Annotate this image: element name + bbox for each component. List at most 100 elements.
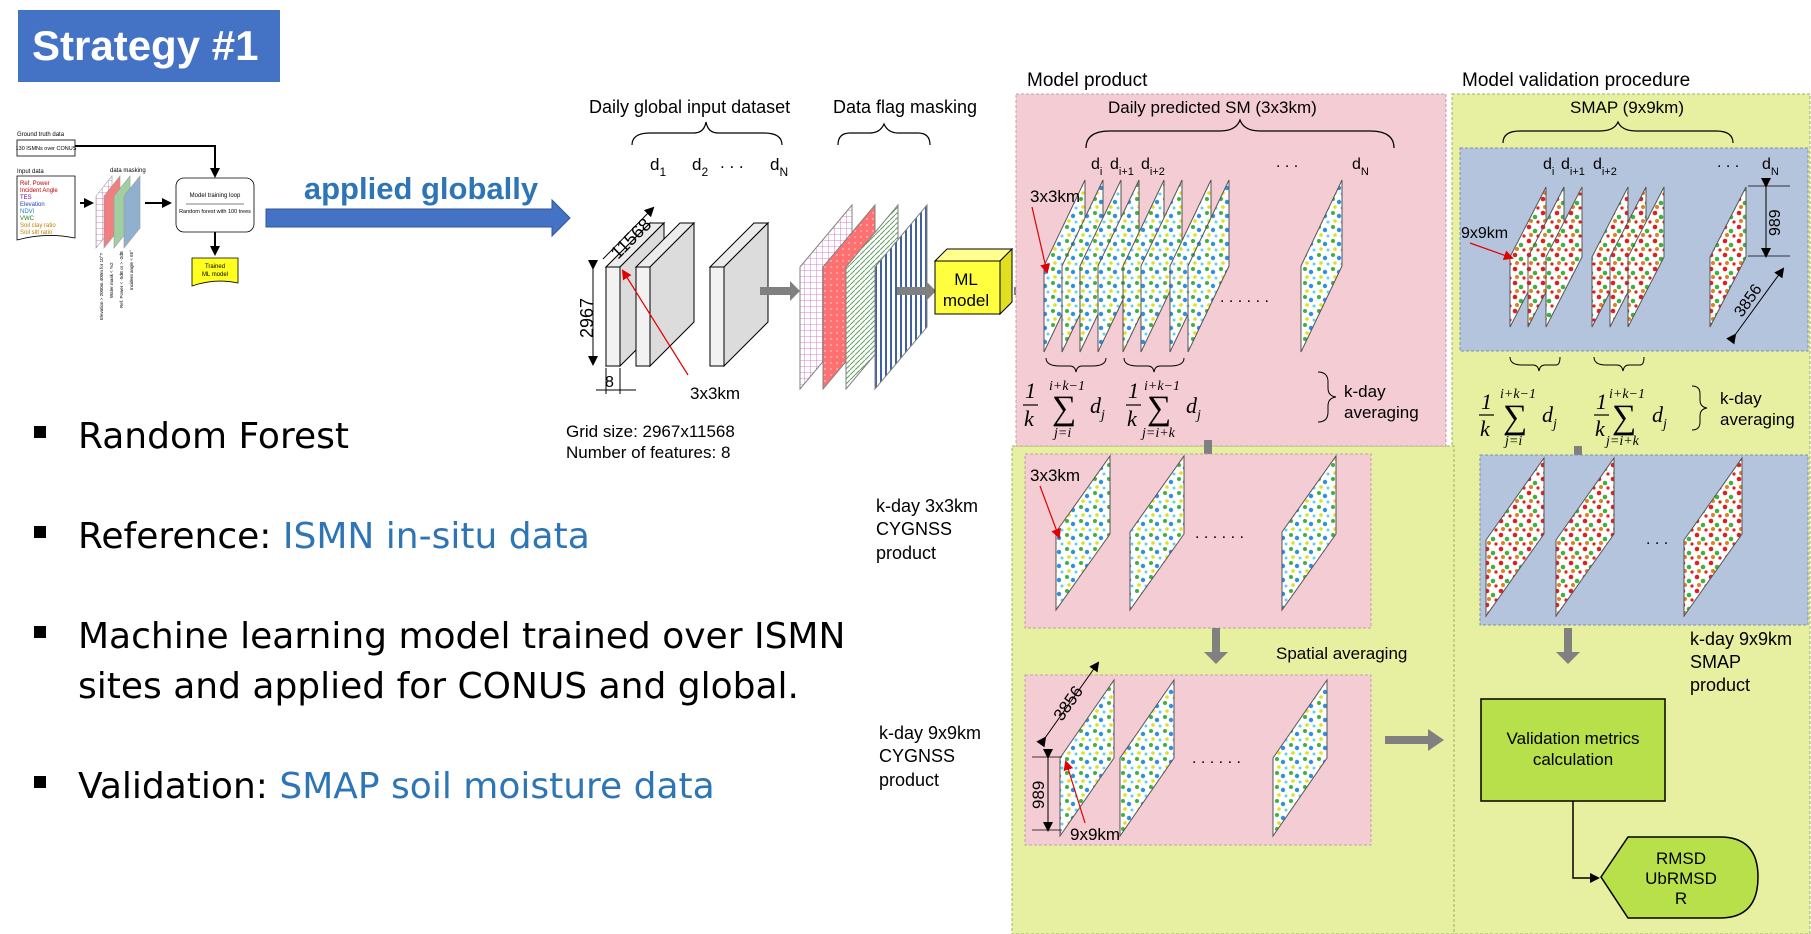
formula-num: 1 — [1128, 378, 1139, 403]
res-label: 9x9km — [1070, 825, 1120, 844]
smap-kday-product: . . . k-day 9x9km SMAP product — [1479, 454, 1809, 695]
input-data-box — [16, 175, 76, 241]
kday9-dots: . . . . . . — [1192, 750, 1241, 767]
daily-predicted-sm: Daily predicted SM (3x3km) di di+1 di+2 … — [1023, 98, 1419, 441]
output-metric: R — [1675, 889, 1687, 908]
masking-label: data masking — [110, 168, 146, 174]
trained-model-text: ML model — [202, 272, 228, 278]
kday-formula: 1 k i+k−1 ∑ j=i dj 1 k i+k−1 ∑ j=i+k dj — [1023, 378, 1201, 441]
formula-term: dj — [1186, 393, 1201, 423]
kday-avg-text: k-day — [1720, 389, 1762, 408]
res-label: 9x9km — [1461, 225, 1508, 242]
flow-arrow — [1385, 729, 1444, 751]
training-thumbnail: Ground truth data 130 ISMNs over CONUS I… — [16, 132, 255, 320]
kday-avg-text: averaging — [1720, 410, 1795, 429]
res-pointer — [1039, 485, 1061, 539]
formula-lower: j=i+k — [1140, 426, 1176, 441]
d2-label: d2 — [692, 155, 708, 179]
input-item: Ref. Power — [20, 181, 50, 187]
input-item: Incident Angle — [20, 188, 58, 194]
feature-slab — [649, 221, 695, 368]
mask-layer — [123, 175, 141, 249]
sm-map-frame — [1300, 179, 1343, 353]
res-pointer — [1469, 242, 1514, 261]
feature-slab — [635, 266, 651, 367]
di2-label: di+2 — [1141, 156, 1165, 178]
di-label: di — [1091, 156, 1102, 178]
dim-3856-line — [1036, 661, 1100, 748]
flow-arrow — [897, 281, 936, 301]
di1-label: di+1 — [1561, 156, 1585, 178]
bullet-text: Random Forest — [78, 416, 349, 457]
di2-label: di+2 — [1593, 156, 1617, 178]
formula-sigma: ∑ — [1052, 390, 1076, 427]
spatial-avg-label: Spatial averaging — [1276, 644, 1407, 663]
data-flag-masking: Data flag masking — [799, 97, 977, 391]
formula-lower: j=i+k — [1604, 434, 1640, 449]
feature-slab — [605, 266, 621, 367]
input-dataset-title: Daily global input dataset — [589, 97, 790, 117]
bullet-marker — [34, 526, 46, 538]
bullet-marker — [34, 626, 46, 638]
formula-upper: i+k−1 — [1049, 379, 1085, 394]
smap-product-label: k-day 9x9km — [1690, 629, 1792, 649]
flow-arrow-down — [1556, 628, 1580, 664]
smap-map-frame — [1709, 186, 1747, 328]
formula-den: k — [1480, 416, 1491, 441]
bullet-text: Machine learning model trained over ISMN… — [78, 616, 846, 707]
dN-label: dN — [770, 155, 788, 179]
formula-upper: i+k−1 — [1500, 387, 1536, 402]
formula-den: k — [1024, 406, 1035, 431]
formula-sigma: ∑ — [1503, 399, 1527, 436]
trained-model-text: Trained — [205, 264, 225, 270]
res-label: 3x3km — [690, 384, 740, 403]
formula-upper: i+k−1 — [1609, 387, 1645, 402]
input-data-label: Input data — [17, 169, 44, 175]
res-label: 3x3km — [1030, 466, 1080, 485]
dN-label: dN — [1762, 156, 1779, 178]
feature-slab — [723, 221, 769, 368]
avg-brace — [1509, 356, 1561, 372]
dim-3856-line — [1726, 267, 1785, 345]
smap-daily: SMAP (9x9km) di di+1 di+2 . . . dN 9x9km… — [1459, 98, 1809, 449]
kday-9km-product: k-day 9x9km CYGNSS product . . . . . . 3… — [879, 661, 1372, 846]
smap-map-frame — [1545, 186, 1583, 328]
ml-model-text: ML — [954, 270, 978, 289]
formula-upper: i+k−1 — [1144, 379, 1180, 394]
kday-avg-text: averaging — [1344, 403, 1419, 422]
smap-map-frame — [1627, 186, 1665, 328]
input-dataset: Daily global input dataset d1 d2 . . . d… — [566, 97, 790, 462]
output-metric: RMSD — [1656, 849, 1706, 868]
daily-predicted-title: Daily predicted SM (3x3km) — [1108, 98, 1317, 117]
kday3-map — [1055, 454, 1111, 612]
mid-dots: . . . . . . — [1220, 289, 1269, 306]
avg-brace — [1123, 357, 1185, 373]
metrics-text: calculation — [1533, 750, 1613, 769]
kday3-map — [1129, 454, 1185, 612]
bullet-marker — [34, 426, 46, 438]
metrics-output-arrow — [1572, 801, 1600, 883]
res-pointer — [621, 269, 689, 376]
formula-term: dj — [1090, 393, 1105, 423]
metrics-output-box — [1600, 836, 1759, 919]
width-dim-line — [602, 206, 655, 260]
dim-989: 989 — [1767, 209, 1784, 236]
d1-label: d1 — [650, 155, 666, 179]
smap-kday-formula: 1 k i+k−1 ∑ j=i dj 1 k i+k−1 ∑ j=i+k dj — [1479, 387, 1667, 449]
validation-metrics-box — [1480, 698, 1666, 802]
avg-brace — [1593, 356, 1645, 372]
input-item: VWC — [20, 216, 35, 222]
ml-model-cube: ML model — [933, 247, 1014, 316]
ground-truth-arrow — [75, 145, 220, 178]
output-metric: UbRMSD — [1645, 869, 1717, 888]
cube-side — [999, 247, 1013, 316]
formula-num: 1 — [1025, 378, 1036, 403]
di1-label: di+1 — [1110, 156, 1134, 178]
input-item: Soil silt ratio — [20, 230, 53, 236]
dots-label: . . . — [1717, 154, 1739, 171]
res-label: 3x3km — [1030, 187, 1080, 206]
di-label: di — [1543, 156, 1554, 178]
kday3-label: product — [876, 543, 936, 563]
dim-depth: 8 — [605, 374, 614, 391]
res-pointer — [1031, 206, 1051, 274]
